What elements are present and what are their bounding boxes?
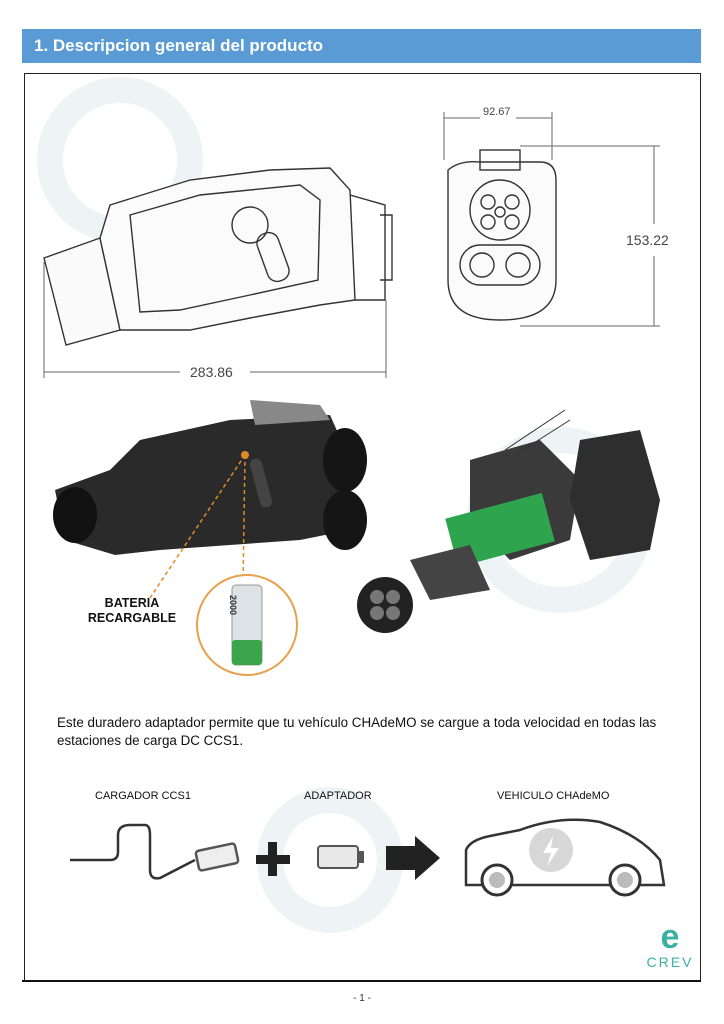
dimension-length-line — [43, 262, 387, 378]
electric-car-icon — [464, 818, 666, 897]
logo-name: CREV — [646, 954, 694, 970]
battery-callout — [149, 451, 298, 676]
exploded-view — [357, 409, 660, 633]
section-header: 1. Descripcion general del producto — [22, 29, 701, 63]
battery-label-line1: BATERIA — [104, 596, 160, 610]
page-number: - 1 - — [353, 993, 371, 1004]
logo-mark: e — [660, 918, 680, 956]
frame-bottom-rule — [22, 980, 701, 982]
adapter-icon — [317, 845, 364, 869]
vehicle-label: VEHICULO CHAdeMO — [497, 790, 610, 802]
side-view-drawing — [43, 167, 393, 346]
section-title: 1. Descripcion general del producto — [34, 36, 324, 55]
dimension-front-lines — [443, 112, 660, 327]
dimension-width-label: 92.67 — [483, 106, 511, 118]
adapter-label: ADAPTADOR — [304, 790, 372, 802]
charger-icon — [70, 823, 240, 880]
front-view-drawing — [447, 149, 557, 321]
battery-capacity-text: 2000 — [228, 595, 238, 616]
battery-label: BATERIA RECARGABLE — [82, 596, 182, 626]
plus-icon — [256, 842, 290, 876]
adapter-render — [53, 400, 367, 555]
charger-label: CARGADOR CCS1 — [95, 790, 191, 802]
arrow-right-icon — [386, 836, 440, 880]
product-description: Este duradero adaptador permite que tu v… — [57, 715, 657, 748]
dimension-length-label: 283.86 — [190, 364, 233, 380]
dimension-height-label: 153.22 — [626, 232, 669, 248]
crev-logo: e CREV — [640, 920, 700, 970]
battery-label-line2: RECARGABLE — [87, 611, 177, 625]
